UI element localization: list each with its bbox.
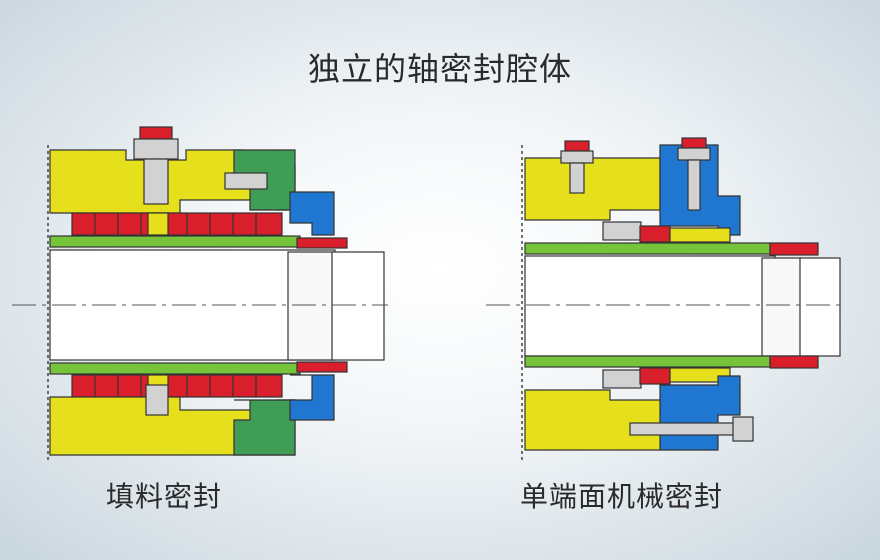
- right-upper-bolt-shank-1: [569, 162, 585, 194]
- lower-packing-stack: [71, 374, 283, 398]
- right-upper-bolt-shank-2: [687, 159, 701, 211]
- right-lower-gland: [659, 375, 741, 451]
- right-lower-seal-holder: [669, 367, 731, 383]
- lower-bolt: [145, 384, 169, 416]
- right-lower-housing: [524, 389, 661, 451]
- upper-packing-stack: [71, 212, 283, 236]
- right-lower-bolt-head: [732, 416, 754, 442]
- mechanical-seal-label: 单端面机械密封: [520, 480, 724, 513]
- right-upper-seal-face: [639, 225, 671, 243]
- lower-cover: [233, 399, 296, 456]
- right-lower-seal-face: [639, 367, 671, 385]
- upper-small-bolt: [224, 172, 268, 190]
- right-upper-bolt-nut-1: [560, 150, 594, 164]
- right-lower-bolt: [629, 422, 736, 436]
- right-lower-sleeve: [524, 355, 771, 368]
- right-upper-bolt-head-1: [564, 140, 590, 152]
- lower-sleeve-ring: [296, 361, 348, 373]
- right-shaft-collar: [761, 257, 803, 357]
- lower-gland: [289, 374, 335, 421]
- mechanical-seal-diagram: [486, 137, 845, 462]
- upper-gland: [289, 191, 335, 236]
- packing-seal-diagram: [12, 126, 388, 462]
- right-upper-housing: [524, 157, 661, 221]
- right-lower-sleeve-ring: [769, 355, 819, 369]
- right-upper-sleeve: [524, 242, 771, 255]
- packing-seal-label: 填料密封: [106, 480, 223, 513]
- right-lower-seal-ring: [602, 369, 642, 389]
- right-upper-sleeve-ring: [769, 242, 819, 256]
- right-shaft-tip: [799, 257, 841, 357]
- upper-bolt-shank: [143, 158, 169, 205]
- lower-sleeve: [49, 362, 301, 375]
- upper-lantern-ring: [147, 212, 169, 236]
- right-upper-seal-holder: [669, 227, 731, 243]
- upper-bolt-head: [139, 126, 173, 140]
- right-upper-bolt-nut-2: [677, 147, 711, 161]
- right-shaft: [524, 255, 776, 357]
- upper-sleeve: [49, 235, 301, 248]
- page-title: 独立的轴密封腔体: [307, 50, 572, 88]
- left-shaft-collar: [287, 251, 335, 361]
- left-shaft-tip: [331, 251, 385, 361]
- right-upper-bolt-head-2: [681, 137, 707, 149]
- upper-sleeve-ring: [296, 237, 348, 249]
- right-upper-seal-ring: [602, 221, 642, 241]
- upper-bolt-nut: [133, 138, 179, 160]
